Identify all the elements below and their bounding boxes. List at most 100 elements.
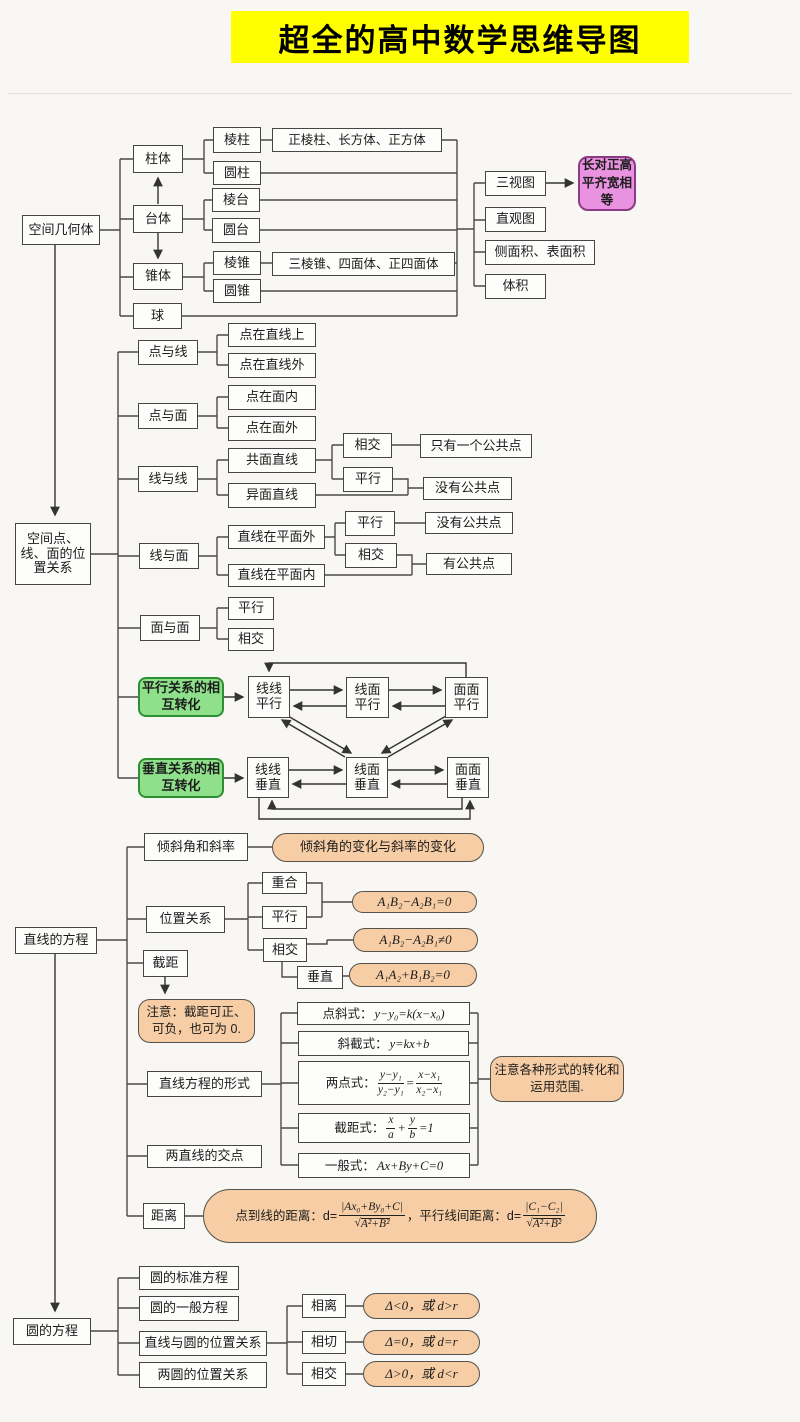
node-line-equation: 直线的方程 <box>15 927 97 954</box>
node-intersect-circle: 相交 <box>302 1362 346 1386</box>
node-line-line: 线与线 <box>138 466 198 492</box>
formula-two-point-label: 两点式： <box>325 1076 376 1090</box>
node-intersect-lines: 相交 <box>263 938 307 962</box>
node-coincide: 重合 <box>262 872 307 894</box>
note-slope-change: 倾斜角的变化与斜率的变化 <box>272 833 484 862</box>
node-line-outside-plane: 直线在平面外 <box>228 525 325 549</box>
formula-separate-condition: Δ<0，或 d>r <box>363 1293 480 1319</box>
formula-general-form-expression: Ax+By+C=0 <box>376 1158 444 1173</box>
divider <box>8 93 792 94</box>
node-line-circle-relation: 直线与圆的位置关系 <box>139 1331 267 1356</box>
formula-intercept-form-label: 截距式： <box>334 1121 385 1135</box>
node-cylinder: 圆柱 <box>213 161 261 185</box>
node-no-common-point-1: 没有公共点 <box>423 477 512 500</box>
node-point-on-line: 点在直线上 <box>228 323 316 347</box>
node-circle-general: 圆的一般方程 <box>139 1296 239 1321</box>
formula-general-form: 一般式：Ax+By+C=0 <box>298 1153 470 1178</box>
node-line-plane-parallel: 线面平行 <box>346 677 389 718</box>
intercept-equals-one: =1 <box>418 1121 434 1135</box>
node-two-lines-intersection: 两直线的交点 <box>147 1145 262 1168</box>
formula-point-slope: 点斜式：y−y₀=k(x−x₀) <box>297 1002 470 1025</box>
distance-parallel-lines-label: ，平行线间距离：d= <box>406 1209 522 1223</box>
node-prism: 棱柱 <box>213 127 261 153</box>
node-plane-plane-parallel: 面面平行 <box>445 677 488 718</box>
node-inclination-slope: 倾斜角和斜率 <box>144 833 248 861</box>
node-line-plane-perpendicular: 线面垂直 <box>346 757 388 798</box>
node-prism-body: 柱体 <box>133 145 183 173</box>
node-line-plane: 线与面 <box>139 543 199 569</box>
note-forms-usage: 注意各种形式的转化和运用范围. <box>490 1056 624 1102</box>
node-intersect-1: 相交 <box>343 433 392 458</box>
node-line-line-perpendicular: 线线垂直 <box>247 757 289 798</box>
formula-slope-intercept-label: 斜截式： <box>337 1036 388 1051</box>
node-prismatoid: 棱台 <box>212 188 260 212</box>
node-no-common-point-2: 没有公共点 <box>425 512 513 534</box>
node-point-plane: 点与面 <box>138 403 198 429</box>
node-circular-cone: 圆锥 <box>213 279 261 303</box>
node-circular-frustum: 圆台 <box>212 218 260 243</box>
node-point-out-plane: 点在面外 <box>228 416 316 441</box>
node-parallel-3: 平行 <box>228 597 274 620</box>
distance-point-line-fraction: |Ax₀+By₀+C|√A²+B² <box>339 1201 405 1230</box>
formula-slope-intercept-expression: y=kx+b <box>389 1036 430 1051</box>
node-position-relation: 位置关系 <box>146 906 225 933</box>
node-point-off-line: 点在直线外 <box>228 353 316 378</box>
node-parallel-1: 平行 <box>343 467 393 492</box>
node-has-common-point: 有公共点 <box>426 553 512 575</box>
formula-slope-intercept: 斜截式：y=kx+b <box>298 1031 469 1056</box>
formula-parallel-condition: A₁B₂−A₂B₁=0 <box>352 891 477 913</box>
node-two-circles-relation: 两圆的位置关系 <box>139 1362 267 1388</box>
node-intersect-2: 相交 <box>345 543 397 568</box>
node-line-in-plane: 直线在平面内 <box>228 564 325 587</box>
node-surface-areas: 侧面积、表面积 <box>485 240 595 265</box>
node-distance: 距离 <box>143 1203 185 1229</box>
node-three-views: 三视图 <box>485 171 546 196</box>
node-sphere: 球 <box>133 303 182 329</box>
node-plane-plane-perpendicular: 面面垂直 <box>447 757 489 798</box>
formula-intersect-circle-condition: Δ>0，或 d<r <box>363 1361 480 1387</box>
node-one-common-point: 只有一个公共点 <box>420 434 532 458</box>
formula-point-slope-expression: y−y₀=k(x−x₀) <box>374 1006 445 1021</box>
note-intercept-sign: 注意：截距可正、可负，也可为 0. <box>138 999 255 1043</box>
distance-parallel-lines-fraction: |C₁−C₂|√A²+B² <box>523 1201 565 1230</box>
node-pyramid-types: 三棱锥、四面体、正四面体 <box>272 252 455 276</box>
node-skew-lines: 异面直线 <box>228 483 316 508</box>
page-title: 超全的高中数学思维导图 <box>231 11 689 63</box>
formula-point-slope-label: 点斜式： <box>322 1006 373 1021</box>
intercept-plus: + <box>397 1121 406 1135</box>
node-parallel-2: 平行 <box>345 511 395 536</box>
formula-perpendicular-condition: A₁A₂+B₁B₂=0 <box>349 963 477 987</box>
node-plane-plane: 面与面 <box>140 615 200 641</box>
node-cone-body: 锥体 <box>133 263 183 290</box>
node-line-equation-forms: 直线方程的形式 <box>147 1071 262 1097</box>
node-perpendicular-lines: 垂直 <box>297 966 343 989</box>
formula-intersect-condition: A₁B₂−A₂B₁≠0 <box>353 928 478 952</box>
node-prism-types: 正棱柱、长方体、正方体 <box>272 128 442 152</box>
node-intersect-3: 相交 <box>228 628 274 651</box>
node-separate: 相离 <box>302 1294 346 1318</box>
node-spatial-relations: 空间点、线、面的位置关系 <box>15 523 91 585</box>
node-line-line-parallel: 线线平行 <box>248 676 290 718</box>
node-perpendicular-transform: 垂直关系的相互转化 <box>138 758 224 798</box>
node-frustum-body: 台体 <box>133 205 183 233</box>
node-circle-equation: 圆的方程 <box>13 1318 91 1345</box>
node-point-in-plane: 点在面内 <box>228 385 316 410</box>
node-circle-standard: 圆的标准方程 <box>139 1266 239 1290</box>
node-point-line: 点与线 <box>138 340 198 365</box>
node-volume: 体积 <box>485 274 546 299</box>
node-three-views-rule: 长对正高平齐宽相等 <box>578 156 636 211</box>
distance-point-line-label: 点到线的距离：d= <box>235 1209 338 1223</box>
node-coplanar-lines: 共面直线 <box>228 448 316 473</box>
node-tangent: 相切 <box>302 1331 346 1354</box>
formula-distance: 点到线的距离：d= |Ax₀+By₀+C|√A²+B² ，平行线间距离：d= |… <box>203 1189 597 1243</box>
node-intuitive-diagram: 直观图 <box>485 207 546 232</box>
node-parallel-transform: 平行关系的相互转化 <box>138 677 224 717</box>
two-point-equals: = <box>405 1076 415 1090</box>
